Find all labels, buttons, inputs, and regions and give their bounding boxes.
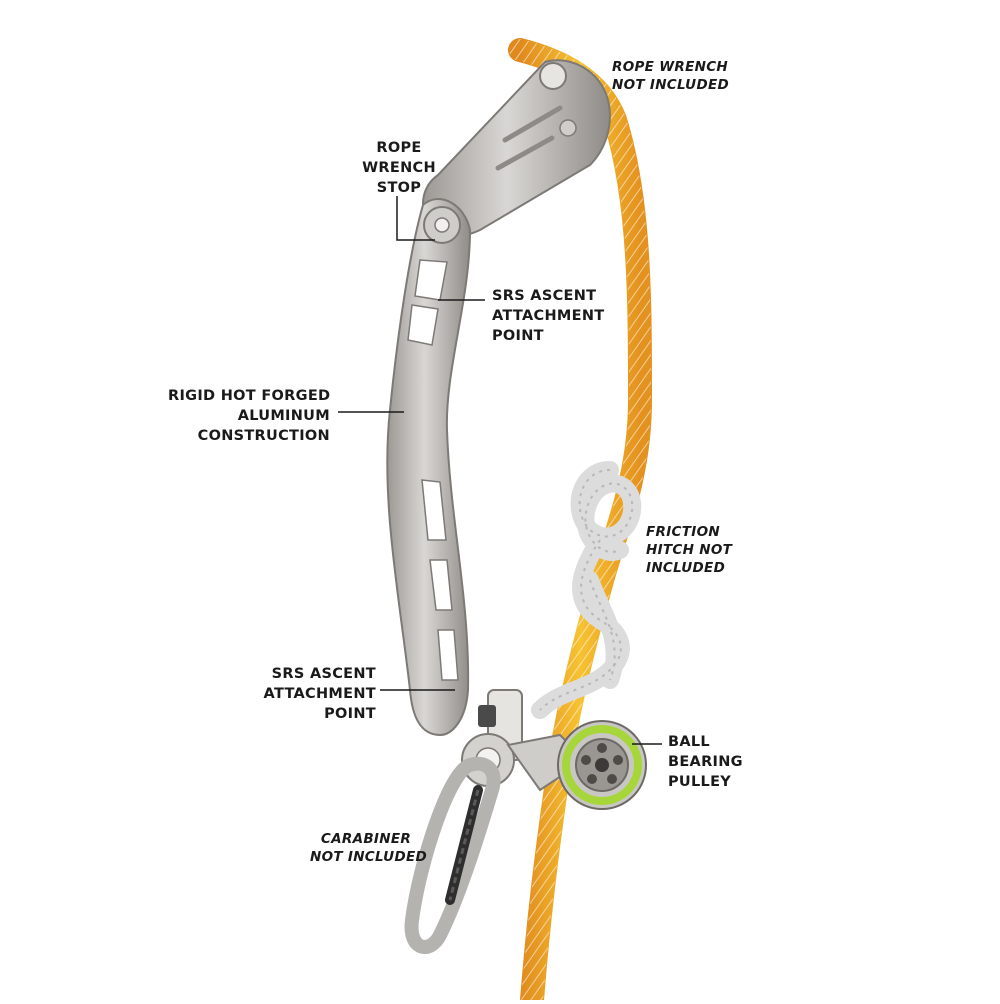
carabiner xyxy=(404,756,501,954)
rope-wrench-not-included-label: ROPE WRENCH NOT INCLUDED xyxy=(612,59,729,93)
carabiner-not-included-label: CARABINER NOT INCLUDED xyxy=(310,831,427,865)
rope-wrench xyxy=(422,59,611,237)
leader-lines xyxy=(338,196,662,745)
friction-hitch-not-included-label: FRICTION HITCH NOT INCLUDED xyxy=(646,524,733,576)
ball-bearing-pulley xyxy=(557,720,647,810)
rope-wrench-stop-label: ROPE WRENCH STOP xyxy=(362,140,436,196)
rigid-construction-label: RIGID HOT FORGED ALUMINUM CONSTRUCTION xyxy=(168,388,331,444)
leader-rope-wrench-stop xyxy=(396,196,435,241)
ball-bearing-pulley-label: BALL BEARING PULLEY xyxy=(668,734,743,790)
srs-ascent-upper-label: SRS ASCENT ATTACHMENT POINT xyxy=(492,288,605,344)
aluminum-arm xyxy=(386,198,472,737)
srs-ascent-lower-label: SRS ASCENT ATTACHMENT POINT xyxy=(263,666,376,722)
friction-hitch xyxy=(531,461,642,719)
